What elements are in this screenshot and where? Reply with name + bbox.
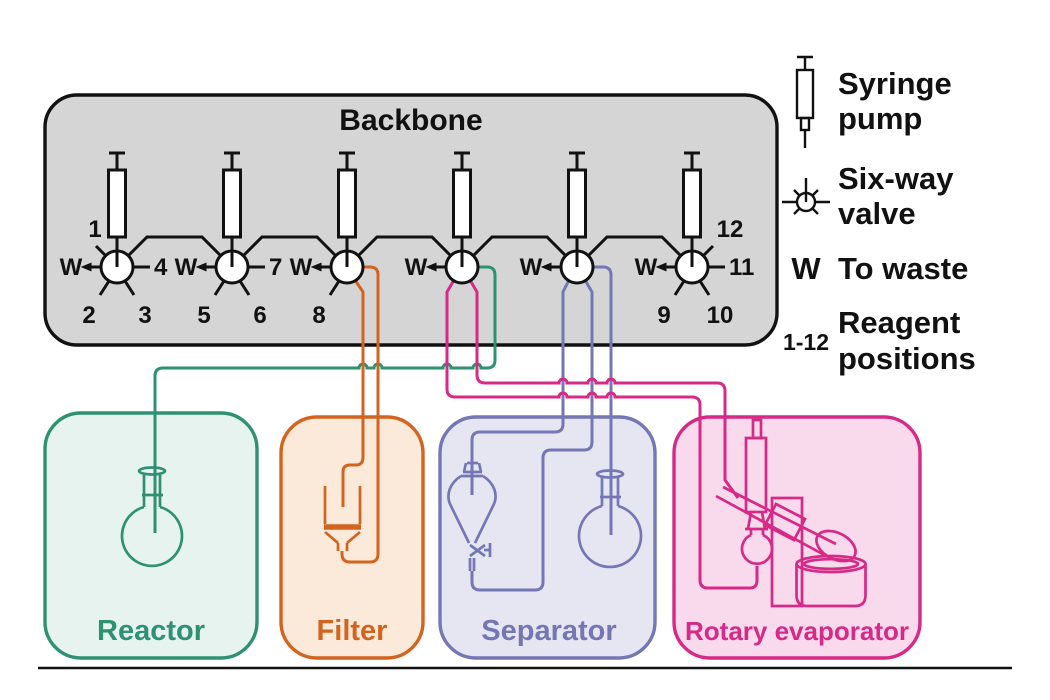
port-label-10: 10	[707, 302, 734, 329]
rotary-evaporator-icon	[715, 418, 867, 608]
syringe-pump-icon	[454, 151, 470, 251]
sep-flask-bulb	[577, 504, 643, 569]
legend-reagent-line1: Reagent	[838, 305, 960, 340]
valve-spokes	[201, 265, 265, 296]
sep-flask-rim	[595, 469, 625, 479]
syringe-pump-icon	[569, 151, 585, 251]
waste-label: W	[60, 254, 83, 281]
valve-unit-3: W 8	[290, 151, 365, 329]
legend-syringe-line2: pump	[838, 101, 922, 136]
valve-unit-6: W 12 9 10 11	[635, 151, 754, 329]
valve-unit-2: W 5 6 7	[175, 151, 282, 329]
waste-arrow-icon	[80, 262, 92, 272]
rotovap-duct-tube-path	[468, 279, 740, 499]
legend-reagent-line2: positions	[838, 341, 976, 376]
syringe-barrel	[222, 168, 242, 239]
waste-arrow-icon	[195, 262, 207, 272]
legend-reagent-symbol: 1-12	[783, 329, 829, 355]
waste-label: W	[520, 254, 543, 281]
filter-vessel-walls	[323, 486, 362, 524]
module-label-separator: Separator	[481, 615, 616, 647]
waste-arrow-icon	[425, 262, 437, 272]
separatory-funnel-icon	[447, 461, 497, 571]
rotovap-collection-neck	[745, 511, 768, 531]
backbone-title: Backbone	[339, 104, 482, 137]
legend-waste-label: To waste	[838, 251, 968, 286]
filter-outlet-tube-path	[340, 265, 380, 564]
syringe-pump-icon	[109, 151, 125, 251]
waste-label: W	[175, 254, 198, 281]
sep-funnel-stem	[468, 558, 476, 571]
separator-flask-tube-path	[593, 265, 613, 535]
tube-separator	[470, 265, 613, 592]
port-label-11: 11	[729, 254, 754, 281]
port-label-4: 4	[154, 254, 168, 281]
rotovap-collection-flask	[740, 530, 774, 566]
module-reactor-box	[43, 411, 259, 660]
reactor-flask-bulb	[120, 505, 184, 568]
valve-spokes	[661, 244, 725, 296]
waste-label: W	[290, 254, 313, 281]
reactor-flask-rim	[137, 466, 167, 476]
syringe-pump-icon	[684, 151, 700, 251]
separator-funnel-bottom-tube-path	[470, 279, 594, 592]
valve-unit-4: W	[405, 151, 480, 285]
port-label-2: 2	[82, 302, 95, 329]
sep-funnel-stopcock	[469, 543, 492, 558]
legend: Syringe pump Six-way valve W To waste 1-…	[782, 55, 976, 376]
sep-funnel-stopper	[462, 461, 483, 474]
syringe-barrel	[337, 168, 357, 239]
legend-waste-symbol: W	[791, 251, 821, 286]
syringe-pump-icon	[224, 151, 240, 251]
backbone-trunk-line	[126, 235, 683, 258]
syringe-barrel	[107, 168, 127, 239]
reactor-flask-neck	[142, 475, 163, 507]
module-label-rotovap: Rotary evaporator	[685, 616, 909, 646]
waste-arrow-icon	[655, 262, 667, 272]
port-label-3: 3	[138, 302, 151, 329]
rotovap-bath-body	[795, 564, 867, 608]
port-label-8: 8	[312, 302, 325, 329]
port-label-9: 9	[657, 302, 670, 329]
legend-syringe-line1: Syringe	[838, 66, 952, 101]
port-label-6: 6	[253, 302, 266, 329]
filter-funnel-icon	[323, 486, 362, 551]
port-label-7: 7	[269, 254, 282, 281]
tube-rotovap	[445, 279, 759, 590]
rotovap-rotating-flask	[815, 529, 857, 563]
waste-label: W	[635, 254, 658, 281]
rotovap-joint-collar	[763, 502, 807, 542]
six-way-valve-icon	[782, 178, 830, 215]
syringe-barrel	[682, 168, 702, 239]
round-bottom-flask-icon	[120, 466, 184, 568]
module-label-filter: Filter	[317, 615, 388, 647]
separator-flask-icon	[577, 469, 643, 569]
syringe-barrel	[567, 168, 587, 239]
legend-valve-line1: Six-way	[838, 161, 954, 196]
rotovap-condenser	[744, 436, 768, 514]
valve-spokes	[86, 244, 150, 296]
filter-inlet-tube-path	[341, 279, 365, 507]
legend-valve-line2: valve	[838, 196, 916, 231]
sep-funnel-body	[447, 474, 497, 544]
filter-taper-stem	[324, 530, 361, 551]
module-rotovap-box	[672, 415, 922, 660]
separator-funnel-top-tube-path	[470, 279, 571, 495]
valve-unit-5: W	[520, 151, 595, 285]
syringe-barrel	[452, 168, 472, 239]
waste-arrow-icon	[540, 262, 552, 272]
rotovap-flask-tube-path	[445, 279, 759, 590]
waste-arrow-icon	[310, 262, 322, 272]
syringe-pump-icon	[339, 151, 355, 251]
port-label-5: 5	[197, 302, 210, 329]
sep-flask-neck	[600, 477, 621, 506]
tube-filter	[340, 265, 380, 564]
syringe-pump-icon	[795, 55, 815, 148]
waste-label: W	[405, 254, 428, 281]
module-label-reactor: Reactor	[97, 615, 205, 647]
port-label-12: 12	[717, 216, 744, 243]
valve-unit-1: W 1 2 3 4	[60, 151, 168, 329]
port-label-1: 1	[88, 216, 101, 243]
